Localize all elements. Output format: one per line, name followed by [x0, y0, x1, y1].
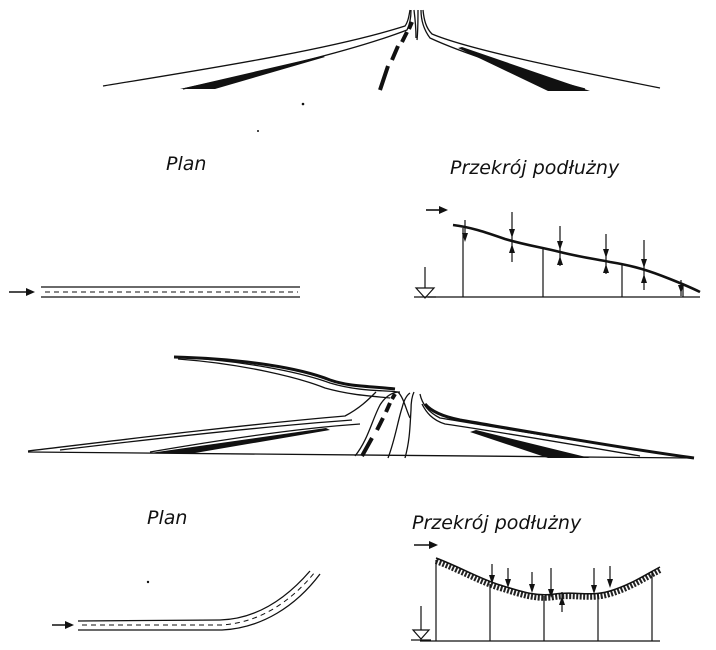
stray-dot — [301, 102, 305, 106]
figure-2: Plan Przekrój podłużny — [27, 355, 695, 642]
direction-arrow-icon — [426, 206, 448, 214]
longitudinal-profile-2 — [411, 541, 662, 642]
direction-arrow-icon — [414, 541, 438, 549]
profile-label-2: Przekrój podłużny — [412, 512, 582, 534]
grade-arrows — [489, 564, 613, 612]
plan-label-1: Plan — [166, 153, 206, 175]
plan-label-2: Plan — [147, 507, 187, 529]
grade-arrows — [462, 212, 684, 296]
datum-level-icon — [414, 267, 436, 299]
direction-arrow-icon — [52, 621, 74, 629]
perspective-view-straight-road — [102, 9, 661, 91]
profile-label-1: Przekrój podłużny — [450, 157, 620, 179]
plan-view-straight-road — [9, 286, 300, 298]
plan-view-curving-road — [52, 570, 321, 631]
figure-1: Plan Przekrój podłużny — [9, 9, 701, 299]
direction-arrow-icon — [9, 288, 35, 296]
stray-dot — [257, 130, 259, 132]
perspective-view-curving-road — [27, 355, 695, 460]
stray-dot — [146, 580, 150, 584]
longitudinal-profile-1 — [414, 206, 701, 299]
datum-level-icon — [411, 606, 431, 641]
